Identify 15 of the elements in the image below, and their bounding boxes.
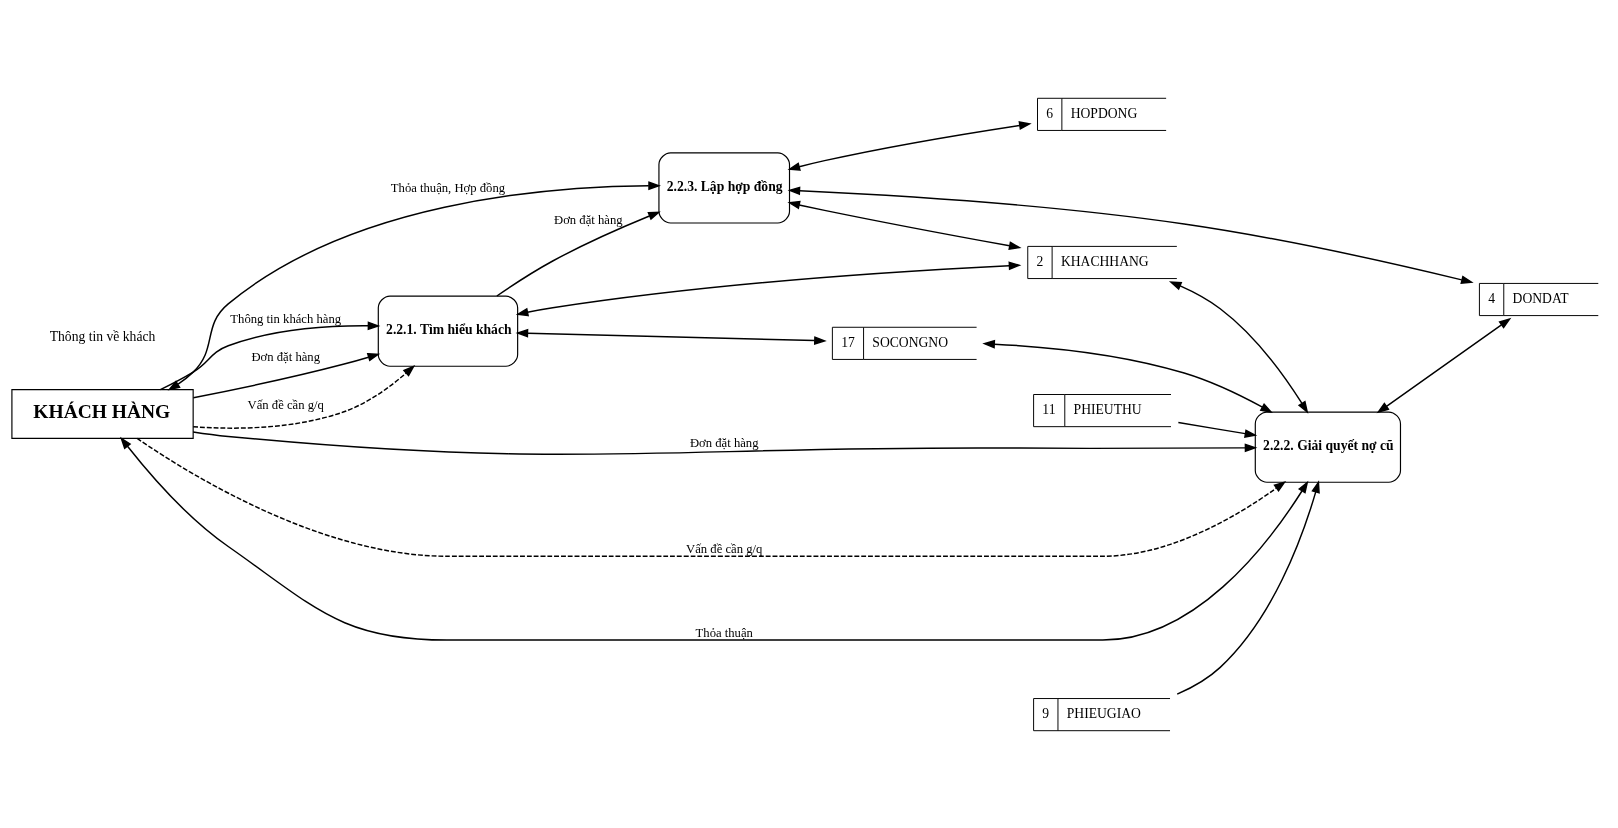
node-text: 9 PHIEUGIAO — [1042, 706, 1141, 722]
node-text: 17 SOCONGNO — [841, 334, 949, 350]
node-text: 4 DONDAT — [1488, 291, 1569, 307]
node-text: 6 HOPDONG — [1046, 105, 1138, 121]
edge-label: Thông tin khách hàng — [230, 311, 342, 326]
edge-label: Thỏa thuận — [695, 625, 753, 640]
edge-label: Thỏa thuận, Hợp đồng — [390, 181, 506, 196]
edge-label: Đơn đặt hàng — [251, 349, 321, 364]
edge-label: Vấn đề cần g/q — [686, 541, 763, 556]
label: Thông tin về khách — [49, 328, 156, 344]
node-text: 11 PHIEUTHU — [1042, 402, 1142, 418]
edge-label: Vấn đề cần g/q — [247, 397, 324, 412]
edge-label: Đơn đặt hàng — [689, 435, 759, 450]
edge-label: Đơn đặt hàng — [554, 213, 623, 228]
node-text: 2 KHACHHANG — [1036, 254, 1149, 270]
